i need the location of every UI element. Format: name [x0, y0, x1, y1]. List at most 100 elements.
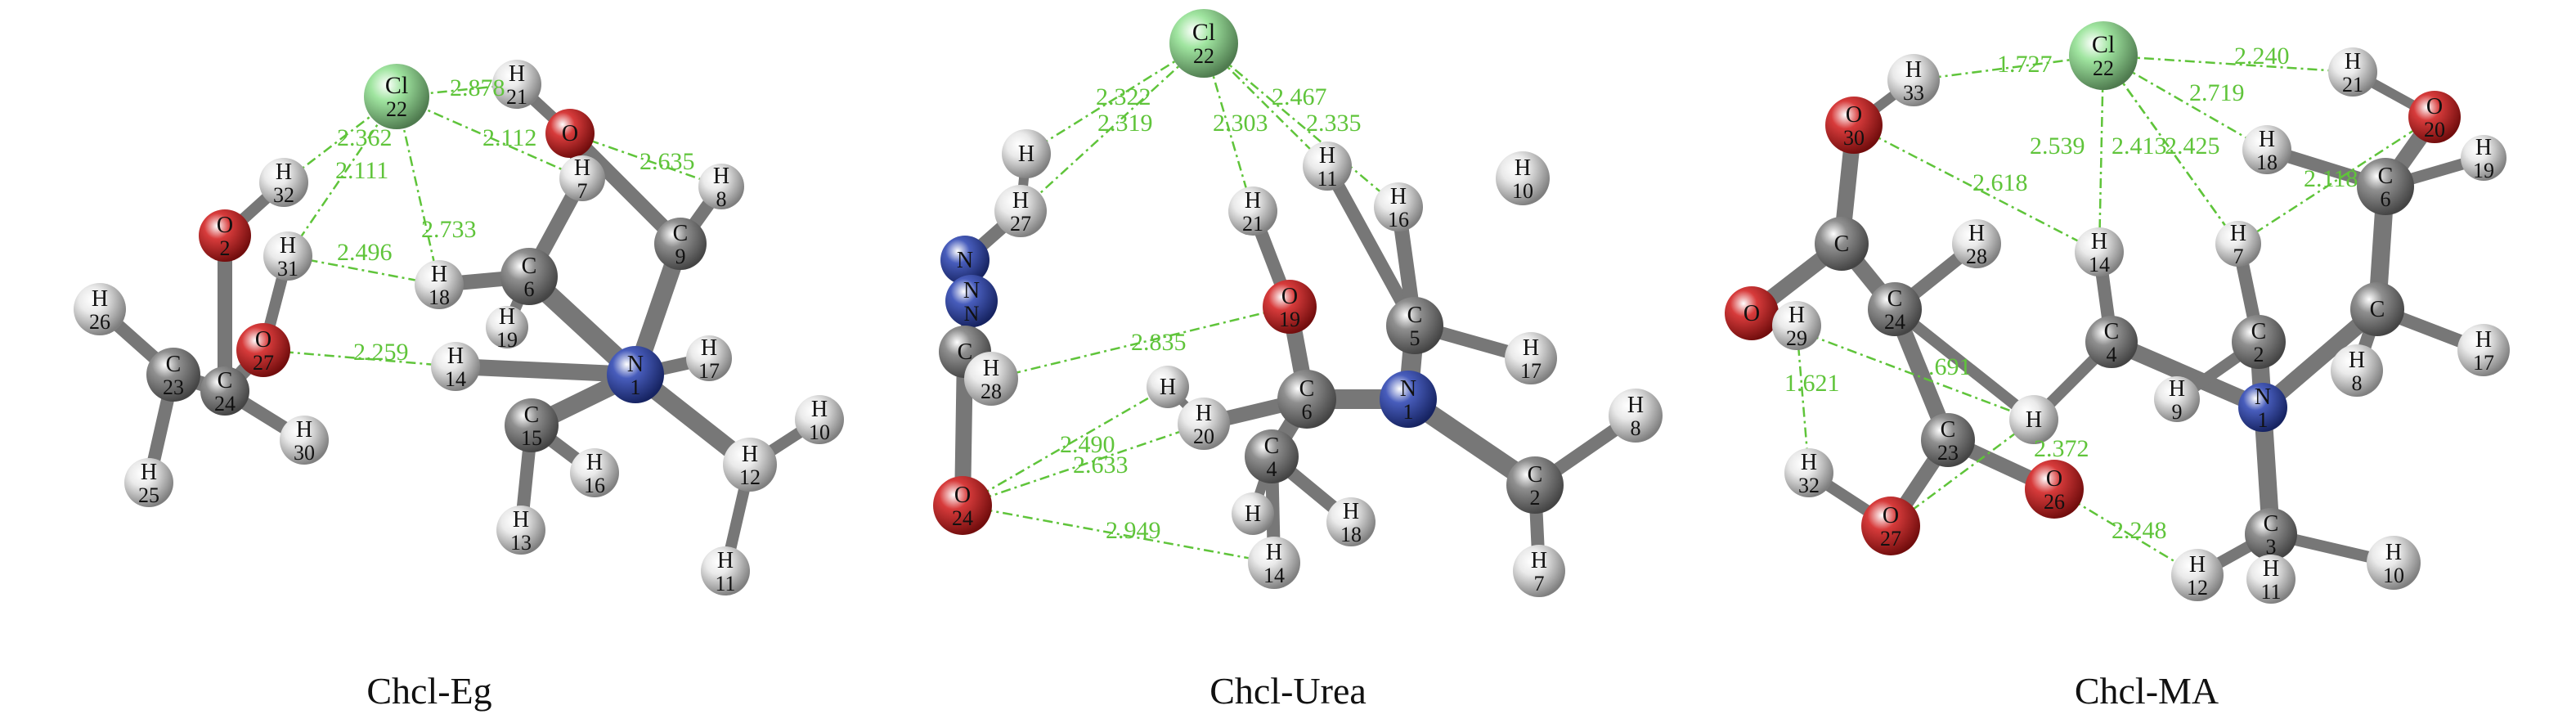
atom-symbol: H	[1266, 540, 1282, 565]
distance-label: 2.322	[1096, 83, 1151, 110]
atom-sphere-H10	[795, 395, 844, 444]
atom-symbol: H	[811, 397, 828, 422]
hbond-O27-H14	[263, 348, 456, 368]
atom-sphere-C2	[2232, 315, 2286, 369]
atom-sphere-Nu	[940, 236, 990, 285]
distance-label: 2.467	[1272, 83, 1327, 110]
atom-symbol: H	[2385, 540, 2402, 565]
hbond-Cl22-Ha	[1025, 42, 1205, 155]
atom-sphere-C15	[505, 398, 559, 452]
atom-symbol: H	[1515, 155, 1531, 181]
atom-H29: H29	[1772, 301, 1821, 350]
atom-sphere-H28	[1952, 219, 2001, 268]
atom-number: 27	[1010, 212, 1031, 236]
atom-number: 18	[1340, 523, 1362, 546]
hbond-O24-H20	[962, 422, 1205, 507]
atom-symbol: O	[954, 483, 971, 508]
atom-sphere-H11	[1303, 142, 1352, 191]
atom-symbol: H	[1531, 548, 1547, 573]
atom-symbol: N	[963, 278, 980, 303]
atom-H7: H7	[1513, 545, 1565, 597]
atom-number: 30	[1843, 126, 1865, 150]
atom-symbol: H	[574, 155, 590, 181]
caption-chcl-ma: Chcl-MA	[2074, 670, 2219, 712]
distance-label: 2.413	[2112, 133, 2167, 160]
atom-symbol: H	[1905, 57, 1922, 83]
atom-symbol: O	[1744, 301, 1760, 326]
atom-C3: C3	[2245, 508, 2297, 560]
atom-symbol: H	[701, 335, 717, 361]
bond-H11-C5	[1321, 160, 1421, 332]
hbond-Cl22-H21	[2103, 54, 2354, 74]
atom-symbol: O	[2426, 94, 2443, 119]
atom-H14: H14	[2075, 227, 2124, 276]
hbond-H31-H18	[287, 254, 440, 286]
atom-H19: H19	[486, 304, 528, 352]
atom-symbol: C	[1941, 417, 1956, 443]
atom-C24: C24	[1868, 282, 1922, 336]
atom-number: 14	[2089, 253, 2110, 276]
atom-sphere-O27	[236, 323, 290, 377]
atom-symbol: H	[1196, 401, 1212, 426]
distance-label: 2.372	[2034, 435, 2089, 462]
atom-symbol: H	[513, 507, 529, 533]
atom-symbol: H	[1018, 142, 1034, 167]
atom-symbol: H	[2475, 135, 2492, 160]
atom-sphere-C3	[2245, 508, 2297, 560]
atom-sphere-H18	[415, 260, 464, 309]
atom-number: 24	[214, 392, 236, 416]
bond-N1-H14	[447, 358, 644, 383]
atom-number: 10	[809, 420, 830, 444]
atom-symbol: Cl	[385, 72, 408, 99]
atom-N1: N1	[607, 346, 664, 403]
atom-number: 27	[1880, 527, 1901, 550]
atom-sphere-H16	[1374, 182, 1423, 231]
hbond-Cl22-H14	[2098, 55, 2105, 253]
atom-number: 14	[445, 367, 466, 391]
atom-C6: C6	[500, 248, 558, 305]
atom-number: 19	[2473, 159, 2494, 182]
atom-sphere-H10	[2367, 536, 2421, 590]
atom-number: 17	[698, 359, 720, 383]
distance-label: 2.539	[2030, 133, 2085, 160]
atom-C15: C15	[505, 398, 559, 452]
atom-number: 6	[2381, 187, 2391, 211]
atom-O24: O24	[933, 476, 992, 535]
atom-number: 16	[1388, 208, 1409, 231]
atom-symbol: H	[713, 164, 729, 189]
atom-sphere-Cl22	[2069, 21, 2138, 90]
atom-number: 5	[1410, 326, 1420, 350]
bond-C4-N1	[2103, 334, 2271, 416]
atom-H13: H13	[496, 506, 545, 555]
atom-sphere-H14	[2075, 227, 2124, 276]
distance-label: 2.425	[2165, 133, 2220, 160]
atom-symbol: H	[1801, 450, 1817, 475]
distance-label: 2.490	[1060, 431, 1115, 458]
atom-O26: O26	[2025, 460, 2084, 519]
atom-symbol: H	[983, 356, 999, 381]
atom-number: 17	[2473, 351, 2494, 375]
atom-number: 6	[524, 277, 535, 301]
atom-N25: NN	[945, 275, 998, 327]
atom-sphere-H21	[1228, 186, 1277, 236]
distance-label: 2.633	[1073, 452, 1129, 479]
atom-sphere-H32	[1784, 448, 1833, 497]
atom-number: 26	[89, 310, 110, 334]
atom-sphere-O31	[1725, 286, 1779, 340]
atom-symbol: H	[1245, 501, 1261, 527]
atom-number: 30	[294, 441, 315, 465]
atom-sphere-C23	[1921, 413, 1975, 467]
atom-sphere-C9	[654, 218, 707, 270]
atom-C2: C2	[2232, 315, 2286, 369]
atom-C6: C6	[2357, 158, 2414, 215]
atom-symbol: H	[2026, 407, 2042, 433]
distance-label: 2.949	[1106, 517, 1161, 544]
atom-symbol: H	[2345, 49, 2361, 74]
distance-label: 2.733	[421, 216, 477, 243]
atom-number: 32	[273, 183, 294, 207]
distance-label: 2.835	[1131, 329, 1187, 356]
atom-sphere-H19	[486, 306, 528, 348]
